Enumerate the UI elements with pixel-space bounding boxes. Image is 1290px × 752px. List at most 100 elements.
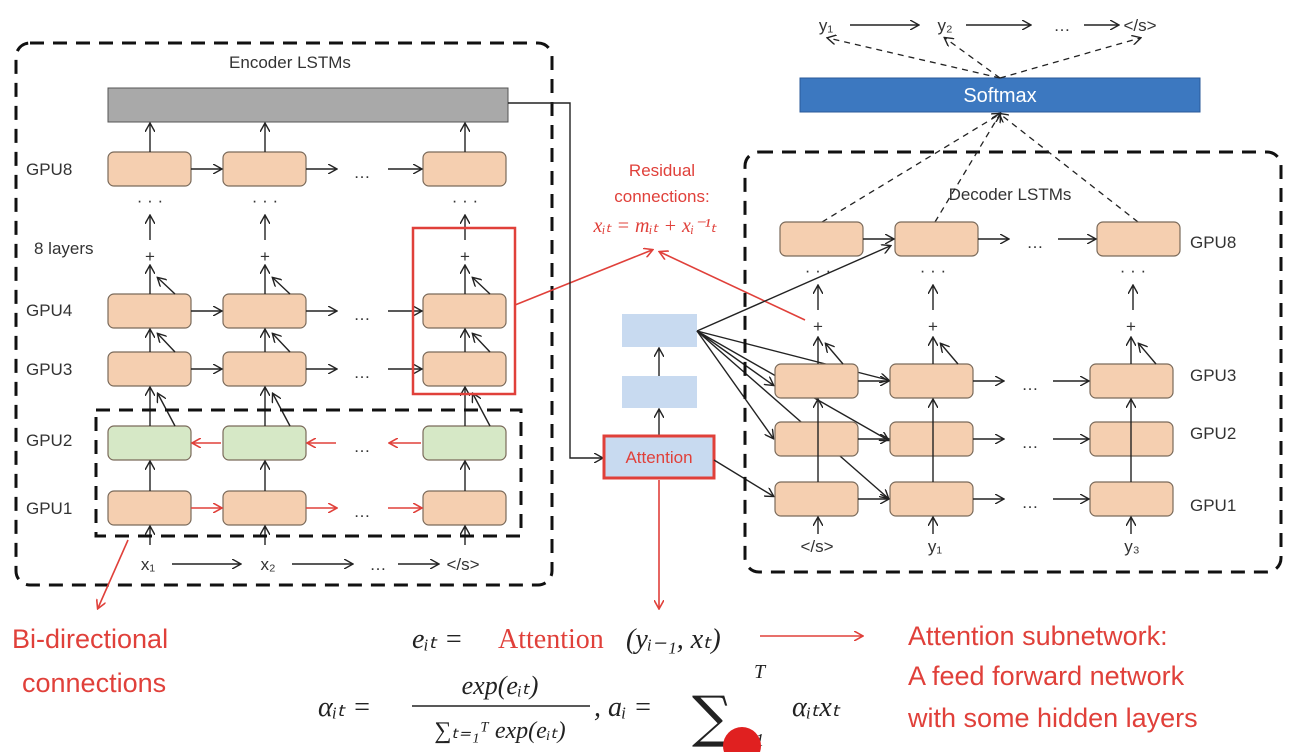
residual-highlight-box — [411, 226, 517, 396]
attention-score-formula: eᵢₜ = Attention (yᵢ₋₁, xₜ) — [412, 624, 721, 655]
formula-attention-args: (yᵢ₋₁, xₜ) — [626, 624, 721, 655]
enc-plus-3: + — [460, 247, 470, 266]
dec-plus-1: + — [813, 317, 823, 336]
enc-input-dots: … — [370, 555, 387, 574]
enc-plus-2: + — [260, 247, 270, 266]
enc-cell-gpu2-1 — [107, 425, 192, 461]
dec-cell-gpu3-3 — [1089, 363, 1174, 399]
attention-box — [602, 434, 716, 480]
dec-ellipsis-gpu3: … — [1022, 375, 1039, 394]
dec-cell-gpu8-1 — [779, 221, 864, 257]
residual-formula: xᵢₜ = mᵢₜ + xᵢ⁻¹ₜ — [593, 215, 718, 237]
decoder-horizontal-arrows — [858, 239, 1095, 499]
formula-e-it: eᵢₜ = — [412, 624, 463, 655]
residual-pointer-left — [514, 250, 652, 306]
enc-cell-gpu4-2 — [222, 293, 307, 329]
dec-cell-gpu2-2 — [889, 421, 974, 457]
enc-cell-gpu8-1 — [107, 151, 192, 187]
enc-cell-gpu1-2 — [222, 490, 307, 526]
dec-cell-gpu3-1 — [774, 363, 859, 399]
encoder-label-layers: 8 layers — [34, 239, 94, 258]
dec-cell-gpu1-3 — [1089, 481, 1174, 517]
subnet-label-line1: Attention subnetwork: — [908, 621, 1168, 651]
residual-pointer-right — [660, 252, 806, 321]
softmax-output-dots: … — [1054, 16, 1071, 35]
dec-cell-gpu8-3 — [1096, 221, 1181, 257]
decoder-dashed-frame — [743, 150, 1283, 574]
enc-ellipsis-gpu8: … — [354, 163, 371, 182]
encoder-label-gpu8: GPU8 — [26, 160, 72, 179]
encoder-label-gpu3: GPU3 — [26, 360, 72, 379]
subnet-label-line3: with some hidden layers — [907, 703, 1198, 733]
enc-cell-gpu8-2 — [222, 151, 307, 187]
encoder-label-gpu4: GPU4 — [26, 301, 72, 320]
softmax-label: Softmax — [963, 85, 1036, 107]
enc-plus-1: + — [145, 247, 155, 266]
enc-cell-gpu4-3 — [422, 293, 507, 329]
enc-cell-gpu3-1 — [107, 351, 192, 387]
residual-label-line2: connections: — [614, 187, 709, 206]
decoder-title: Decoder LSTMs — [949, 185, 1072, 204]
enc-input-x2: x₂ — [260, 555, 275, 574]
enc-cell-gpu4-1 — [107, 293, 192, 329]
enc-input-eos: </s> — [446, 555, 479, 574]
encoder-horizontal-arrows — [191, 169, 421, 508]
attention-hidden-layer-2 — [622, 314, 697, 347]
decoder-label-gpu8: GPU8 — [1190, 233, 1236, 252]
softmax-output-eos: </s> — [1123, 16, 1156, 35]
dec-plus-2: + — [928, 317, 938, 336]
dec-input-y3: y₃ — [1124, 537, 1139, 556]
softmax-dashed-arrows — [821, 38, 1140, 223]
dec-vdots-3: · · · — [1120, 261, 1146, 280]
encoder-label-gpu1: GPU1 — [26, 499, 72, 518]
enc-vdots-2: · · · — [252, 191, 278, 210]
bidir-pointer-arrow — [98, 539, 129, 608]
formula-alpha-denominator: ∑ₜ₌₁ᵀ exp(eᵢₜ) — [434, 718, 565, 744]
formula-alpha-lhs: αᵢₜ = — [318, 692, 371, 723]
decoder-label-gpu2: GPU2 — [1190, 424, 1236, 443]
enc-input-x1: x₁ — [141, 555, 156, 574]
dec-cell-gpu1-1 — [774, 481, 859, 517]
presenter-cursor-dot — [723, 727, 761, 752]
softmax-output-y2: y₂ — [937, 16, 952, 35]
enc-cell-gpu2-2 — [222, 425, 307, 461]
formula-a-i: , aᵢ = — [594, 692, 652, 723]
dec-input-y1: y₁ — [928, 537, 943, 556]
enc-cell-gpu2-3 — [422, 425, 507, 461]
decoder-label-gpu3: GPU3 — [1190, 366, 1236, 385]
enc-ellipsis-gpu4: … — [354, 305, 371, 324]
alpha-formula: αᵢₜ = exp(eᵢₜ) ∑ₜ₌₁ᵀ exp(eᵢₜ) , aᵢ = ∑ T… — [318, 661, 841, 750]
dec-ellipsis-gpu2: … — [1022, 433, 1039, 452]
enc-cell-gpu3-3 — [422, 351, 507, 387]
enc-cell-gpu8-3 — [422, 151, 507, 187]
dec-vdots-1: · · · — [805, 261, 831, 280]
residual-label-line1: Residual — [629, 161, 695, 180]
bidir-label-line1: Bi-directional — [12, 624, 168, 654]
encoder-to-attention-line — [508, 102, 602, 458]
formula-attention-word: Attention — [498, 624, 604, 655]
enc-ellipsis-gpu2: … — [354, 437, 371, 456]
dec-input-eos: </s> — [800, 537, 833, 556]
dec-cell-gpu8-2 — [894, 221, 979, 257]
attention-hidden-layer-1 — [622, 376, 697, 408]
enc-ellipsis-gpu1: … — [354, 502, 371, 521]
dec-ellipsis-gpu1: … — [1022, 493, 1039, 512]
bidirectional-dashed-box — [94, 408, 523, 538]
dec-ellipsis-gpu8: … — [1027, 233, 1044, 252]
dec-plus-3: + — [1126, 317, 1136, 336]
encoder-output-bar — [107, 87, 509, 123]
enc-vdots-1: · · · — [137, 191, 163, 210]
encoder-vertical-arrows — [150, 124, 491, 545]
encoder-label-gpu2: GPU2 — [26, 431, 72, 450]
dec-cell-gpu1-2 — [889, 481, 974, 517]
encoder-dashed-frame — [14, 41, 554, 587]
enc-cell-gpu1-3 — [422, 490, 507, 526]
enc-cell-gpu1-1 — [107, 490, 192, 526]
dec-cell-gpu3-2 — [889, 363, 974, 399]
decoder-vertical-arrows — [818, 286, 1157, 534]
formula-alpha-numerator: exp(eᵢₜ) — [462, 671, 539, 700]
attention-box-label: Attention — [625, 448, 692, 467]
formula-sum-term: αᵢₜxₜ — [792, 692, 841, 723]
bidir-label-line2: connections — [22, 668, 166, 698]
